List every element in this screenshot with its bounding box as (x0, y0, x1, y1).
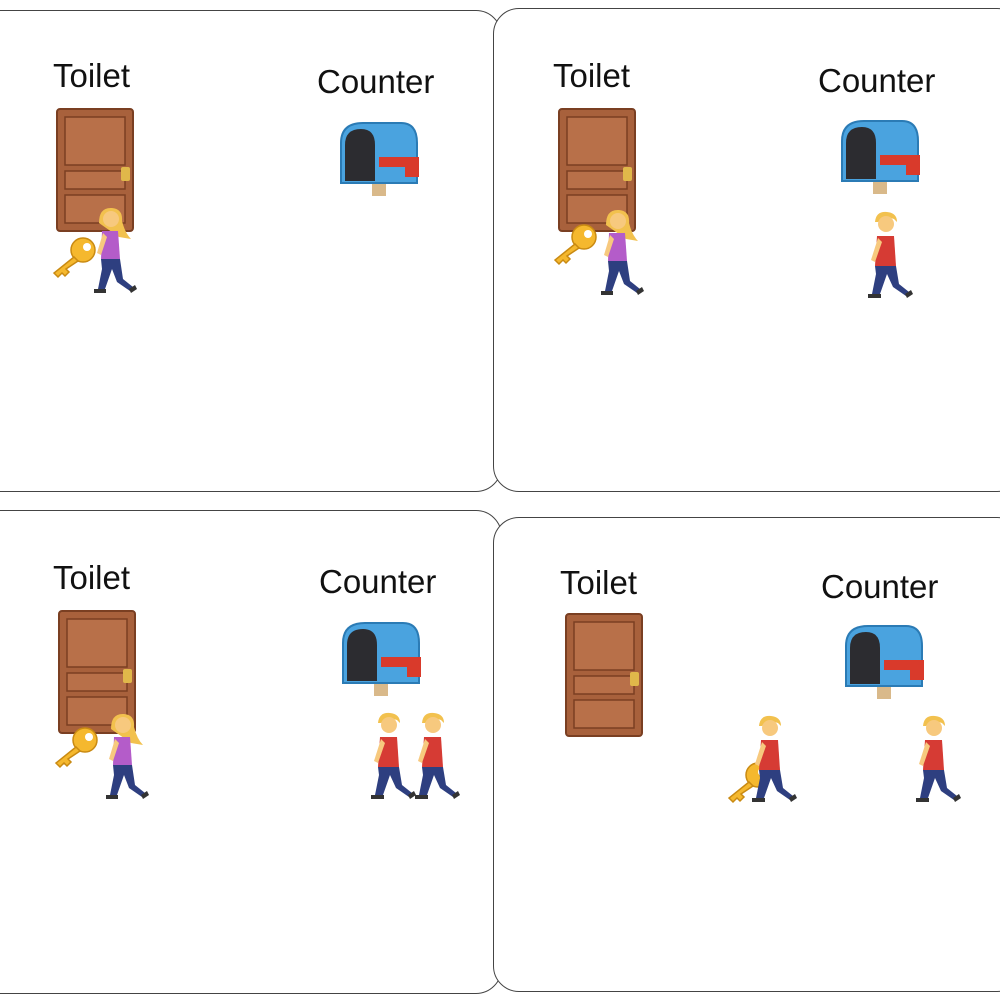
mailbox-icon (341, 621, 423, 697)
woman-walking-icon (97, 709, 151, 801)
mailbox-icon (339, 121, 421, 197)
mailbox-icon (840, 119, 922, 195)
woman-walking-icon (592, 205, 646, 297)
scene-panel-4: Toilet Counter (493, 517, 1000, 992)
counter-label: Counter (818, 62, 936, 99)
man-walking-icon (744, 712, 798, 804)
toilet-label: Toilet (560, 564, 638, 601)
scene-panel-2: Toilet Counter (493, 8, 1000, 492)
counter-label: Counter (821, 568, 939, 605)
man-walking-icon (860, 208, 914, 300)
counter-label: Counter (317, 63, 435, 100)
mailbox-icon (844, 624, 926, 700)
key-icon (53, 727, 98, 769)
man-walking-icon (908, 712, 962, 804)
toilet-label: Toilet (553, 57, 631, 94)
man-walking-icon (407, 709, 461, 801)
scene-panel-3: Toilet Counter (0, 510, 502, 994)
scene-panel-1: Toilet Counter (0, 10, 502, 492)
door-icon (565, 613, 643, 737)
woman-walking-icon (85, 203, 139, 295)
toilet-label: Toilet (53, 559, 131, 596)
counter-label: Counter (319, 563, 437, 600)
toilet-label: Toilet (53, 57, 131, 94)
key-icon (552, 224, 597, 266)
